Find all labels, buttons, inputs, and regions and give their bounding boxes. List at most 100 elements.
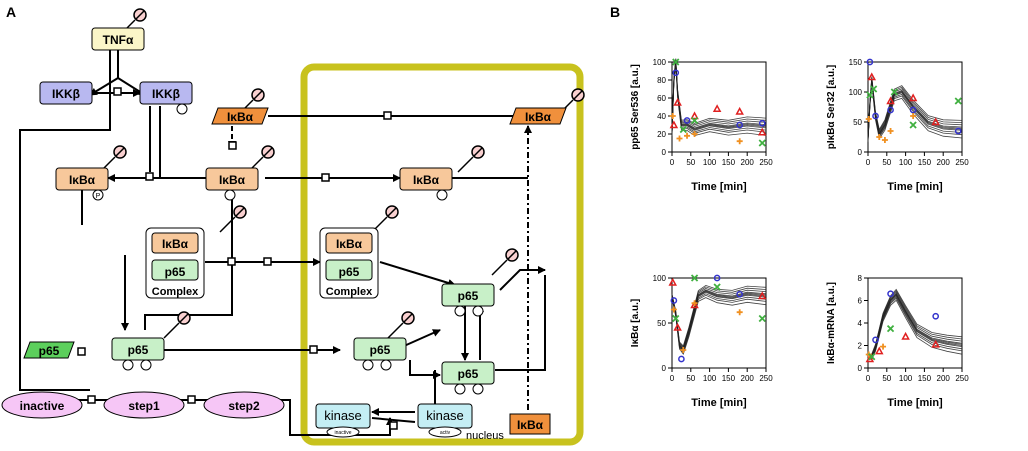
complex-cyto-label: Complex <box>152 286 199 298</box>
p65-nuc-node <box>353 337 407 361</box>
data-point <box>932 312 940 320</box>
x-tick-label: 150 <box>918 158 932 167</box>
fit-line-10 <box>671 58 767 132</box>
data-point <box>736 290 744 298</box>
x-tick-label: 250 <box>759 158 773 167</box>
x-tick-label: 50 <box>882 158 891 167</box>
x-tick-label: 100 <box>703 374 717 383</box>
data-point <box>886 324 895 333</box>
data-point <box>673 97 682 106</box>
data-point <box>757 291 767 300</box>
data-point <box>875 346 884 355</box>
data-point <box>866 58 874 66</box>
x-tick-label: 50 <box>882 374 891 383</box>
complex-nuc-p65: p65 <box>339 265 360 279</box>
data-point <box>669 120 679 129</box>
ikba-mrna-nuc <box>509 107 567 125</box>
x-tick-label: 150 <box>722 158 736 167</box>
y-tick-label: 6 <box>858 297 863 306</box>
data-point <box>868 353 876 361</box>
x-tick-label: 150 <box>918 374 932 383</box>
data-point <box>865 354 875 363</box>
x-tick-label: 200 <box>937 158 951 167</box>
data-point <box>876 134 883 140</box>
step-1-label: step1 <box>128 399 160 413</box>
x-tick-label: 250 <box>955 158 969 167</box>
x-tick-label: 250 <box>759 374 773 383</box>
step-inactive-label: inactive <box>20 399 65 413</box>
data-point <box>881 137 888 143</box>
x-tick-label: 250 <box>955 374 969 383</box>
data-point <box>757 127 767 136</box>
p65-source <box>23 341 75 359</box>
data-point <box>684 132 691 139</box>
y-axis-label: pIκBα Ser32 [a.u.] <box>826 65 837 150</box>
x-tick-label: 200 <box>937 374 951 383</box>
ikba-gene-node <box>509 413 551 435</box>
data-point <box>672 69 680 77</box>
kinase-inactive-label: kinase <box>324 408 362 423</box>
data-point <box>678 355 685 363</box>
complex-nuc-label: Complex <box>326 286 373 298</box>
data-point <box>931 339 940 348</box>
data-point <box>672 58 680 66</box>
p65-nuc-label-3: p65 <box>458 367 479 381</box>
p65-nuc-label: p65 <box>370 343 391 357</box>
p65-nuc-node-3 <box>441 361 495 385</box>
x-axis-label: Time [min] <box>691 397 747 409</box>
data-point <box>683 117 691 124</box>
p65-source-label: p65 <box>39 344 60 358</box>
fit-line-10 <box>867 76 963 138</box>
ikkb-label-1: IKKβ <box>52 87 80 101</box>
data-point <box>954 97 962 105</box>
y-tick-label: 150 <box>849 58 863 67</box>
data-point <box>668 277 678 286</box>
step-inactive <box>1 391 83 419</box>
data-point <box>909 106 917 114</box>
complex-cyto-ikba: IκBα <box>162 237 189 251</box>
y-tick-label: 100 <box>849 88 863 97</box>
kinase-active-label: kinase <box>426 408 464 423</box>
data-point <box>736 309 743 316</box>
data-point <box>669 113 676 119</box>
data-point <box>866 91 874 99</box>
p65-cyto-node <box>111 337 165 361</box>
data-point <box>680 347 687 353</box>
kinase-active-state: activ <box>440 430 451 436</box>
ikkb-node-inactive <box>39 81 93 105</box>
ikba-phospho-node <box>55 167 109 191</box>
y-axis-label: IκBα-mRNA [a.u.] <box>826 282 837 364</box>
data-point <box>690 274 699 282</box>
data-point <box>887 106 894 114</box>
p65-cyto-label: p65 <box>128 343 149 357</box>
p65-nuc-node-2 <box>441 283 495 307</box>
ikba-mrna-nuc-label: IκBα <box>525 110 552 124</box>
step-2 <box>203 391 285 419</box>
data-point <box>672 314 680 323</box>
y-tick-label: 2 <box>858 342 863 351</box>
data-point <box>690 300 699 309</box>
step-2-label: step2 <box>228 399 260 413</box>
y-tick-label: 8 <box>858 274 863 283</box>
step-1 <box>103 391 185 419</box>
data-point <box>887 290 894 298</box>
plot-frame <box>671 61 767 153</box>
data-point <box>887 128 894 134</box>
data-point <box>670 297 678 304</box>
y-axis-label: IκBα [a.u.] <box>630 299 641 347</box>
plot-frame <box>671 277 767 369</box>
data-point <box>901 331 910 340</box>
data-point <box>676 135 683 142</box>
x-tick-label: 100 <box>703 158 717 167</box>
data-point <box>910 113 917 119</box>
x-tick-label: 50 <box>686 158 695 167</box>
data-point <box>679 125 687 134</box>
tnf-node <box>91 27 145 51</box>
data-point <box>690 111 699 120</box>
data-point <box>670 306 677 313</box>
ikba-nuc-node <box>399 167 453 191</box>
ikba-cyto-label: IκBα <box>219 173 246 187</box>
